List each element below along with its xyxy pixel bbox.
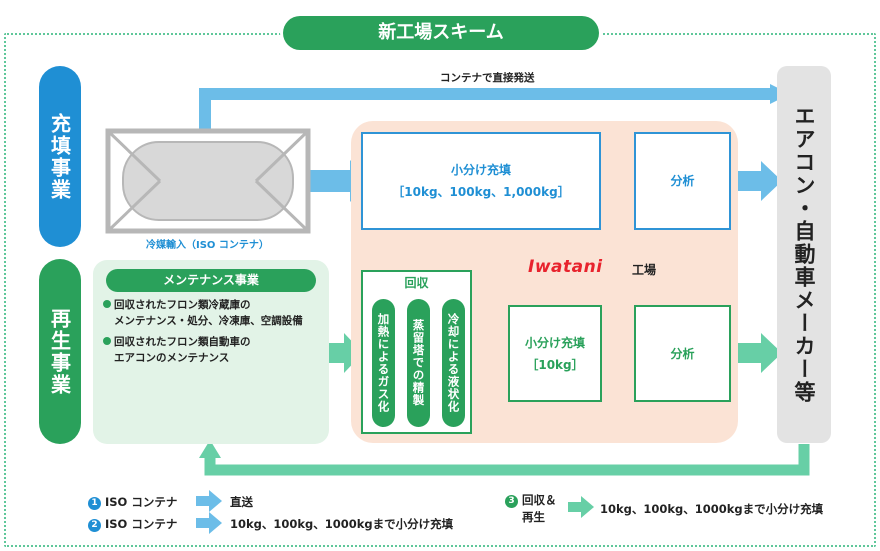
legend-desc-1: 直送 [230, 495, 253, 509]
legend-label-3a: 回収＆ [522, 493, 557, 507]
direct-ship-label: コンテナで直接発送 [440, 72, 535, 84]
legend-arrow-3 [568, 496, 594, 518]
maintenance-item-1-line2: メンテナンス・処分、冷凍庫、空調設備 [114, 315, 303, 327]
legend-num-2: 2 [88, 519, 101, 532]
iso-container-icon [105, 128, 311, 234]
maintenance-item-2-line2: エアコンのメンテナンス [114, 352, 230, 364]
step-cooling: 冷却による液状化 [442, 299, 465, 427]
fill-box-blue: 小分け充填 ［10kg、100kg、1,000kg］ [361, 132, 601, 230]
maintenance-title: メンテナンス事業 [106, 269, 316, 292]
maintenance-item-2-line1: 回収されたフロン類自動車の [103, 334, 251, 349]
analysis-box-top: 分析 [634, 132, 731, 230]
analysis-bottom-label: 分析 [670, 346, 695, 361]
analysis-to-maker-top-arrow [735, 161, 782, 201]
legend-label-1: ISO コンテナ [105, 495, 178, 509]
legend-arrow-1 [196, 490, 222, 512]
fill-box-blue-line2: ［10kg、100kg、1,000kg］ [392, 185, 570, 199]
bullet-icon [103, 337, 111, 345]
legend-num-3: 3 [505, 495, 518, 508]
iso-import-caption: 冷媒輸入（ISO コンテナ） [146, 240, 269, 251]
legend-num-1: 1 [88, 497, 101, 510]
step-distillation: 蒸留塔での精製 [407, 299, 430, 427]
fill-business-label: 充填事業 [39, 66, 81, 247]
legend-desc-3: 10kg、100kg、1000kgまで小分け充填 [600, 502, 824, 516]
scheme-title: 新工場スキーム [283, 16, 599, 50]
legend-desc-2: 10kg、100kg、1000kgまで小分け充填 [230, 517, 454, 531]
legend-label-2: ISO コンテナ [105, 517, 178, 531]
maintenance-item-2-text1: 回収されたフロン類自動車の [114, 336, 251, 348]
legend-item-3: 3 回収＆ [505, 492, 557, 508]
analysis-box-bottom: 分析 [634, 305, 731, 402]
fill-box-green-line1: 小分け充填 [524, 335, 585, 350]
analysis-to-maker-bottom-arrow [735, 333, 782, 373]
regen-business-label: 再生事業 [39, 259, 81, 444]
maintenance-item-1-text1: 回収されたフロン類冷蔵庫の [114, 299, 251, 311]
return-arrow [199, 440, 810, 476]
legend-label-3b: 再生 [522, 510, 545, 524]
fill-box-blue-line1: 小分け充填 [450, 163, 511, 177]
fill-box-green: 小分け充填 ［10kg］ [508, 305, 602, 402]
bullet-icon [103, 300, 111, 308]
analysis-top-label: 分析 [670, 174, 695, 188]
maker-label: エアコン・自動車メーカー等 [777, 66, 831, 443]
recover-title: 回収 [404, 276, 429, 290]
legend-item-1: 1 ISO コンテナ [88, 494, 177, 510]
step-heating: 加熱によるガス化 [372, 299, 395, 427]
iwatani-logo: Iwatani [528, 257, 603, 277]
fill-box-green-line2: ［10kg］ [526, 357, 584, 372]
legend-arrow-2 [196, 512, 222, 534]
factory-suffix: 工場 [632, 263, 657, 277]
legend-item-2: 2 ISO コンテナ [88, 516, 177, 532]
maintenance-item-1-line1: 回収されたフロン類冷蔵庫の [103, 297, 251, 312]
